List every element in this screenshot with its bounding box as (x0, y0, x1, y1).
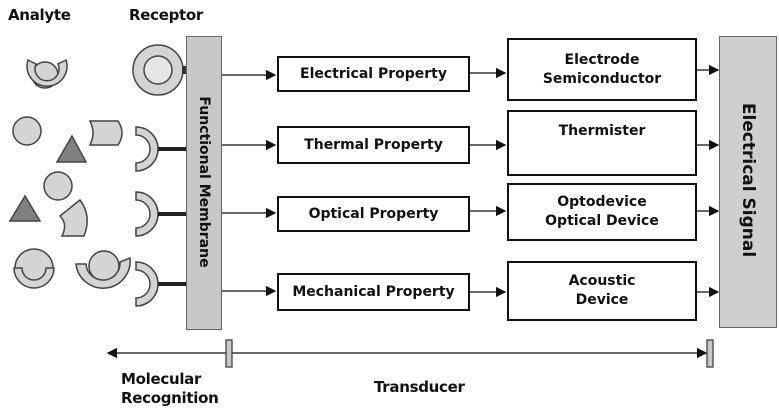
analyte-triangle-1 (55, 134, 88, 163)
analyte-bound-pair (75, 250, 131, 289)
analyte-triangle-2 (8, 194, 42, 222)
electrical-signal-bar (719, 36, 777, 328)
functional-membrane-label: Functional Membrane (196, 96, 212, 268)
functional-membrane-bar (186, 36, 222, 330)
transducer-label: Transducer (374, 378, 465, 396)
receptor-stems (158, 147, 186, 286)
device-box-electrode: Electrode Semiconductor (507, 38, 697, 101)
analyte-circle-1 (12, 116, 42, 146)
electrical-signal-label: Electrical Signal (738, 102, 758, 258)
analyte-cylinder (88, 120, 123, 146)
receptor-header: Receptor (129, 6, 203, 24)
bottom-scale (106, 339, 714, 368)
device-box-acoustic: Acoustic Device (507, 261, 697, 321)
arrows-to-properties (221, 69, 277, 297)
analyte-header: Analyte (8, 6, 71, 24)
device-box-thermister: Thermister (507, 110, 697, 176)
property-box-thermal: Thermal Property (277, 126, 470, 164)
analyte-circle-2 (43, 171, 73, 201)
analyte-shapes (8, 58, 131, 289)
receptor-cup-1 (135, 126, 159, 172)
receptor-cup-2 (135, 191, 159, 237)
device-box-optodevice: Optodevice Optical Device (507, 183, 697, 241)
arrows-to-signal (697, 64, 720, 298)
receptor-target (132, 44, 188, 96)
property-box-optical: Optical Property (277, 196, 470, 232)
analyte-pacman-bottom (13, 248, 55, 289)
property-box-electrical: Electrical Property (277, 56, 470, 92)
property-box-mechanical: Mechanical Property (277, 273, 470, 311)
molecular-recognition-label: Molecular Recognition (121, 370, 219, 407)
arrows-to-devices (470, 67, 507, 298)
receptor-shapes (132, 44, 188, 307)
receptor-cup-3 (135, 261, 159, 307)
analyte-pacman-top (26, 58, 68, 89)
analyte-wedge (58, 198, 88, 237)
